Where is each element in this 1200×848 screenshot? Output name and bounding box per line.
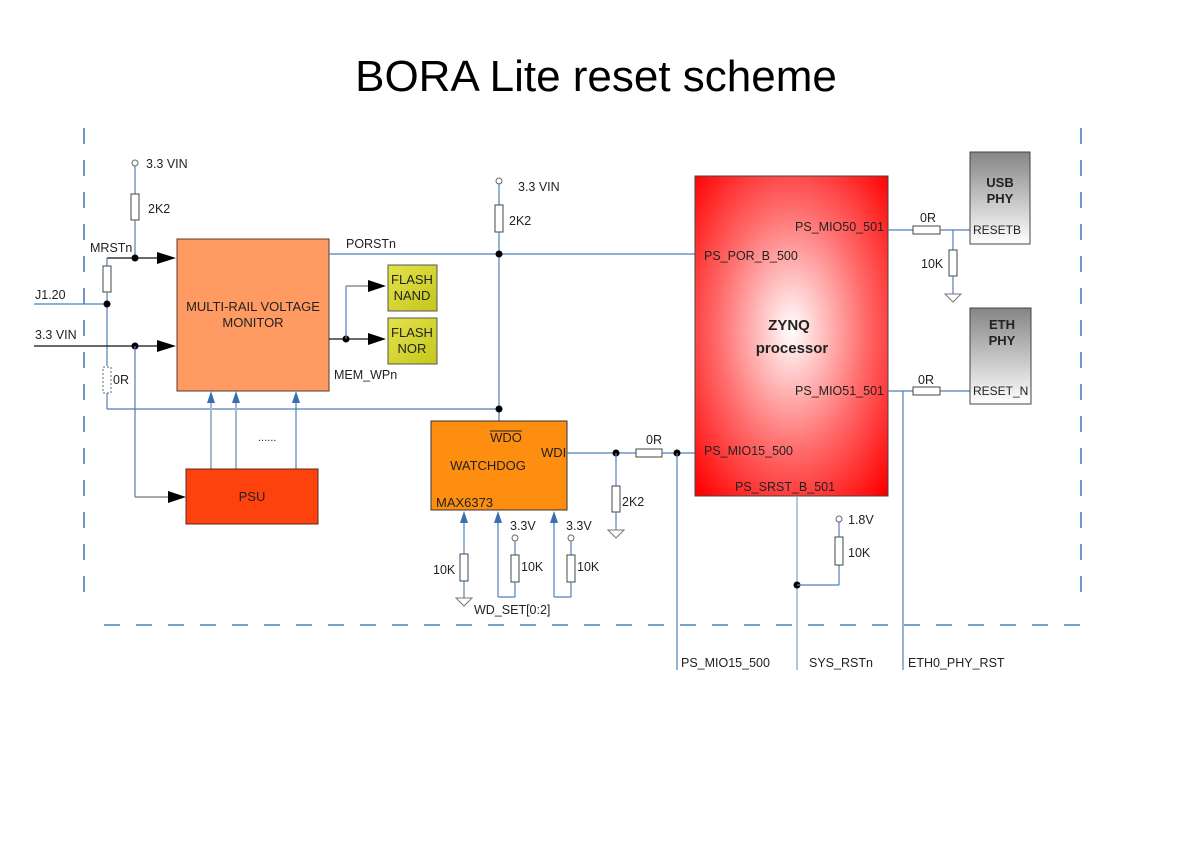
arrow: [168, 491, 186, 503]
part-number-label: MAX6373: [436, 495, 493, 510]
resistor: [912, 225, 941, 235]
output-net-eth0-phy-rst: ETH0_PHY_RST: [908, 656, 1005, 670]
supply-terminal: [567, 534, 575, 542]
resistor-value: 0R: [113, 373, 129, 387]
supply-label: 3.3 VIN: [518, 180, 560, 194]
supply-label: 3.3 VIN: [146, 157, 188, 171]
net-label-mrstn: MRSTn: [90, 241, 132, 255]
pin-label-mio50: PS_MIO50_501: [795, 220, 884, 234]
block-label: PHY: [987, 191, 1014, 206]
resistor: [912, 386, 941, 396]
pin-label-mio15: PS_MIO15_500: [704, 444, 793, 458]
resistor-value: 2K2: [509, 214, 531, 228]
arrow-up: [207, 391, 215, 403]
resistor-value: 2K2: [148, 202, 170, 216]
wdi-pin-label: WDI: [541, 445, 566, 460]
watchdog-block: WDO WATCHDOG WDI MAX6373: [430, 420, 568, 511]
resistor-value: 2K2: [622, 495, 644, 509]
net-label-j1-20: J1.20: [35, 288, 66, 302]
arrow-up: [292, 391, 300, 403]
block-label: FLASH: [391, 325, 433, 340]
net-label-mem-wpn: MEM_WPn: [334, 368, 397, 382]
junction: [103, 300, 111, 308]
pin-label-srst: PS_SRST_B_501: [735, 480, 835, 494]
arrow: [157, 252, 176, 264]
block-label: processor: [756, 340, 829, 357]
arrow-up: [232, 391, 240, 403]
resistor: [510, 554, 520, 583]
supply-label: 3.3V: [510, 519, 536, 533]
output-net-sys-rstn: SYS_RSTn: [809, 656, 873, 670]
net-label-porstn: PORSTn: [346, 237, 396, 251]
more-rails-ellipsis: ......: [258, 432, 276, 444]
resistor-value: 10K: [848, 546, 871, 560]
block-label: ETH: [989, 317, 1015, 332]
arrow: [368, 280, 386, 292]
net-label-vin: 3.3 VIN: [35, 328, 77, 342]
arrow-up: [460, 511, 468, 523]
block-label: NOR: [398, 341, 427, 356]
psu-block: PSU: [185, 468, 319, 525]
pin-label-mio51: PS_MIO51_501: [795, 384, 884, 398]
block-label: USB: [986, 175, 1013, 190]
resistor: [948, 249, 958, 277]
pin-label-reset-n: RESET_N: [973, 384, 1028, 398]
resistor-value: 0R: [646, 433, 662, 447]
resistor-value: 0R: [920, 211, 936, 225]
supply-terminal: [131, 159, 139, 167]
resistor: [494, 204, 504, 233]
resistor-optional: [102, 366, 112, 394]
block-label: PSU: [239, 489, 266, 504]
arrow-up: [494, 511, 502, 523]
voltage-monitor-block: MULTI-RAIL VOLTAGE MONITOR: [176, 238, 330, 392]
usb-phy-block: USB PHY RESETB: [969, 151, 1031, 245]
flash-nand-block: FLASH NAND: [387, 264, 438, 312]
arrow: [368, 333, 386, 345]
resistor-value: 10K: [433, 563, 456, 577]
resistor-value: 10K: [921, 257, 944, 271]
net-label-wd-set: WD_SET[0:2]: [474, 603, 550, 617]
zynq-processor-block: ZYNQ processor PS_MIO50_501 PS_POR_B_500…: [694, 175, 889, 497]
resistor: [130, 193, 140, 221]
resistor: [611, 485, 621, 513]
resistor: [102, 265, 112, 293]
ground-icon: [943, 293, 963, 303]
arrow-up: [550, 511, 558, 523]
pin-label-por: PS_POR_B_500: [704, 249, 798, 263]
resistor: [459, 553, 469, 582]
block-label: MONITOR: [222, 315, 283, 330]
resistor: [566, 554, 576, 583]
arrow: [157, 340, 176, 352]
supply-terminal: [495, 177, 503, 185]
resistor: [635, 448, 663, 458]
block-label: MULTI-RAIL VOLTAGE: [186, 299, 320, 314]
resistor-value: 10K: [577, 560, 600, 574]
ground-icon: [606, 529, 626, 539]
junction: [131, 254, 139, 262]
pin-label-resetb: RESETB: [973, 223, 1021, 237]
junction: [495, 405, 503, 413]
flash-nor-block: FLASH NOR: [387, 317, 438, 365]
block-label: WATCHDOG: [450, 458, 526, 473]
ground-icon: [454, 597, 474, 607]
supply-terminal: [511, 534, 519, 542]
wdo-pin-label: WDO: [490, 430, 522, 445]
supply-terminal: [835, 515, 843, 523]
supply-label: 3.3V: [566, 519, 592, 533]
resistor: [834, 536, 844, 566]
output-net-mio15: PS_MIO15_500: [681, 656, 770, 670]
junction: [495, 250, 503, 258]
diagram-title: BORA Lite reset scheme: [355, 52, 837, 101]
block-label: PHY: [989, 333, 1016, 348]
block-label: FLASH: [391, 272, 433, 287]
block-label: ZYNQ: [768, 317, 810, 334]
block-label: NAND: [394, 288, 431, 303]
eth-phy-block: ETH PHY RESET_N: [969, 307, 1032, 405]
supply-label: 1.8V: [848, 513, 874, 527]
resistor-value: 0R: [918, 373, 934, 387]
resistor-value: 10K: [521, 560, 544, 574]
